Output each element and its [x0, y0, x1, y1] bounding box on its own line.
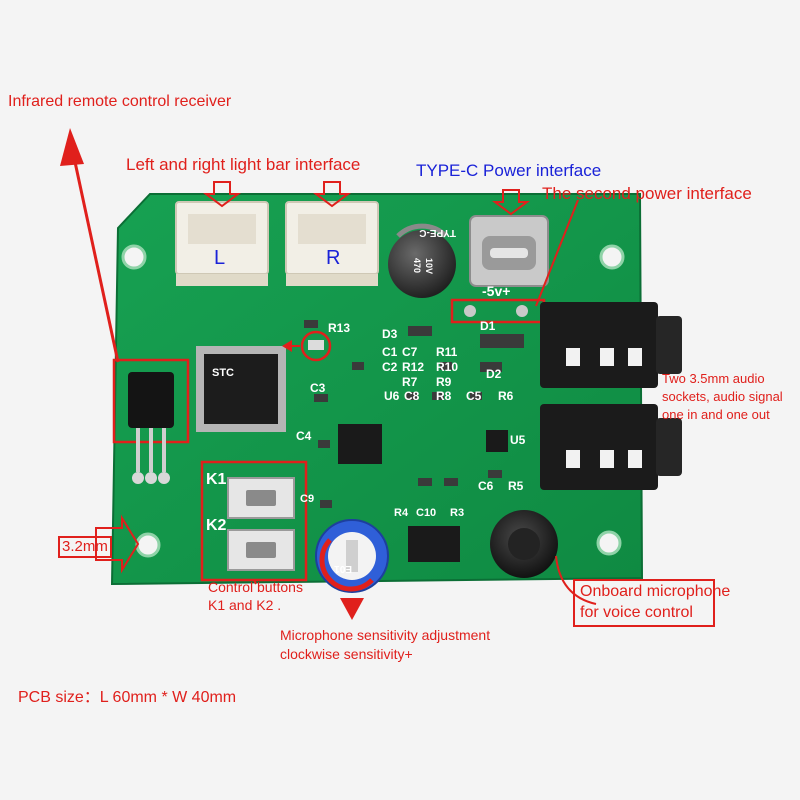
- annotation-audio-line2: sockets, audio signal: [662, 389, 783, 404]
- mounting-holes: [121, 244, 625, 558]
- silk-c5: C5: [466, 389, 482, 403]
- silk-r6: R6: [498, 389, 514, 403]
- silk-d3: D3: [382, 327, 398, 341]
- onboard-microphone: [490, 510, 558, 578]
- annotation-typec: TYPE-C Power interface: [416, 161, 602, 180]
- sensitivity-potentiometer: [315, 519, 389, 593]
- silk-c2: C2: [382, 360, 398, 374]
- connector-left-label: L: [214, 247, 225, 269]
- silk-r3: R3: [450, 507, 464, 519]
- silk-c9: C9: [300, 493, 314, 505]
- silk-d2: D2: [486, 367, 502, 381]
- silk-r7: R7: [402, 375, 418, 389]
- control-buttons: [200, 460, 308, 582]
- silk-k1: K1: [206, 471, 227, 488]
- silk-r13: R13: [328, 321, 350, 335]
- silk-d1: D1: [480, 319, 496, 333]
- led-indicator: [300, 330, 332, 362]
- annotation-hole-size: 3.2mm: [58, 536, 112, 558]
- annotation-audio-line1: Two 3.5mm audio: [662, 371, 765, 386]
- annotation-sensitivity-line1: Microphone sensitivity adjustment: [280, 627, 491, 643]
- annotation-audio-line3: one in and one out: [662, 407, 770, 422]
- silk-r10: R10: [436, 360, 458, 374]
- silk-u6: U6: [384, 389, 400, 403]
- silk-r9: R9: [436, 375, 452, 389]
- annotation-second-power: The second power interface: [542, 184, 752, 203]
- silkscreen-labels: TYPE-C -5v+ K1 K2 R13 D3 D1 C1 C2 C7 R11…: [206, 227, 526, 574]
- silk-pot: E01: [334, 563, 352, 574]
- silk-c4: C4: [296, 429, 312, 443]
- silk-r12: R12: [402, 360, 424, 374]
- audio-jack-bottom: [540, 404, 682, 490]
- annotation-ir-receiver: Infrared remote control receiver: [8, 93, 232, 110]
- silk-c7: C7: [402, 345, 418, 359]
- silk-c10: C10: [416, 507, 436, 519]
- ir-receiver: [112, 358, 190, 484]
- silk-r4: R4: [394, 507, 409, 519]
- silk-cap-10v: 10V: [424, 258, 434, 274]
- silk-k2: K2: [206, 517, 227, 534]
- silk-c1: C1: [382, 345, 398, 359]
- silk-stc: STC: [212, 367, 234, 379]
- silk-r5: R5: [508, 479, 524, 493]
- silk-c8: C8: [404, 389, 420, 403]
- annotation-arrows: [60, 128, 715, 627]
- silk-c6: C6: [478, 479, 494, 493]
- silk-r11: R11: [436, 345, 458, 359]
- annotation-mic-line1: Onboard microphone: [580, 583, 731, 600]
- annotation-buttons-line2: K1 and K2 .: [208, 597, 282, 613]
- chip-amp: [408, 526, 460, 562]
- connector-right-label: R: [326, 247, 340, 269]
- audio-jack-top: [540, 302, 682, 388]
- annotation-sensitivity-line2: clockwise sensitivity+: [280, 646, 413, 662]
- silk-u5: U5: [510, 433, 526, 447]
- annotation-buttons-line1: Control buttons: [208, 579, 303, 595]
- smd-components: [304, 320, 524, 508]
- mcu-chip: [196, 346, 286, 432]
- electrolytic-capacitor: [388, 223, 456, 298]
- silk-cap-470: 470: [412, 258, 422, 273]
- silk-typec: TYPE-C: [419, 227, 456, 238]
- annotation-pcb-size: PCB size：L 60mm * W 40mm: [18, 689, 237, 706]
- connector-right: [285, 201, 379, 286]
- typec-port: [469, 215, 549, 287]
- silk-power: -5v+: [482, 283, 510, 299]
- annotation-mic-line2: for voice control: [580, 604, 693, 621]
- chip-u6: [338, 424, 382, 464]
- annotation-light-bar: Left and right light bar interface: [126, 155, 361, 174]
- silk-c3: C3: [310, 381, 326, 395]
- silk-r8: R8: [436, 389, 452, 403]
- chip-u5: [486, 430, 508, 452]
- connector-left: [175, 201, 269, 286]
